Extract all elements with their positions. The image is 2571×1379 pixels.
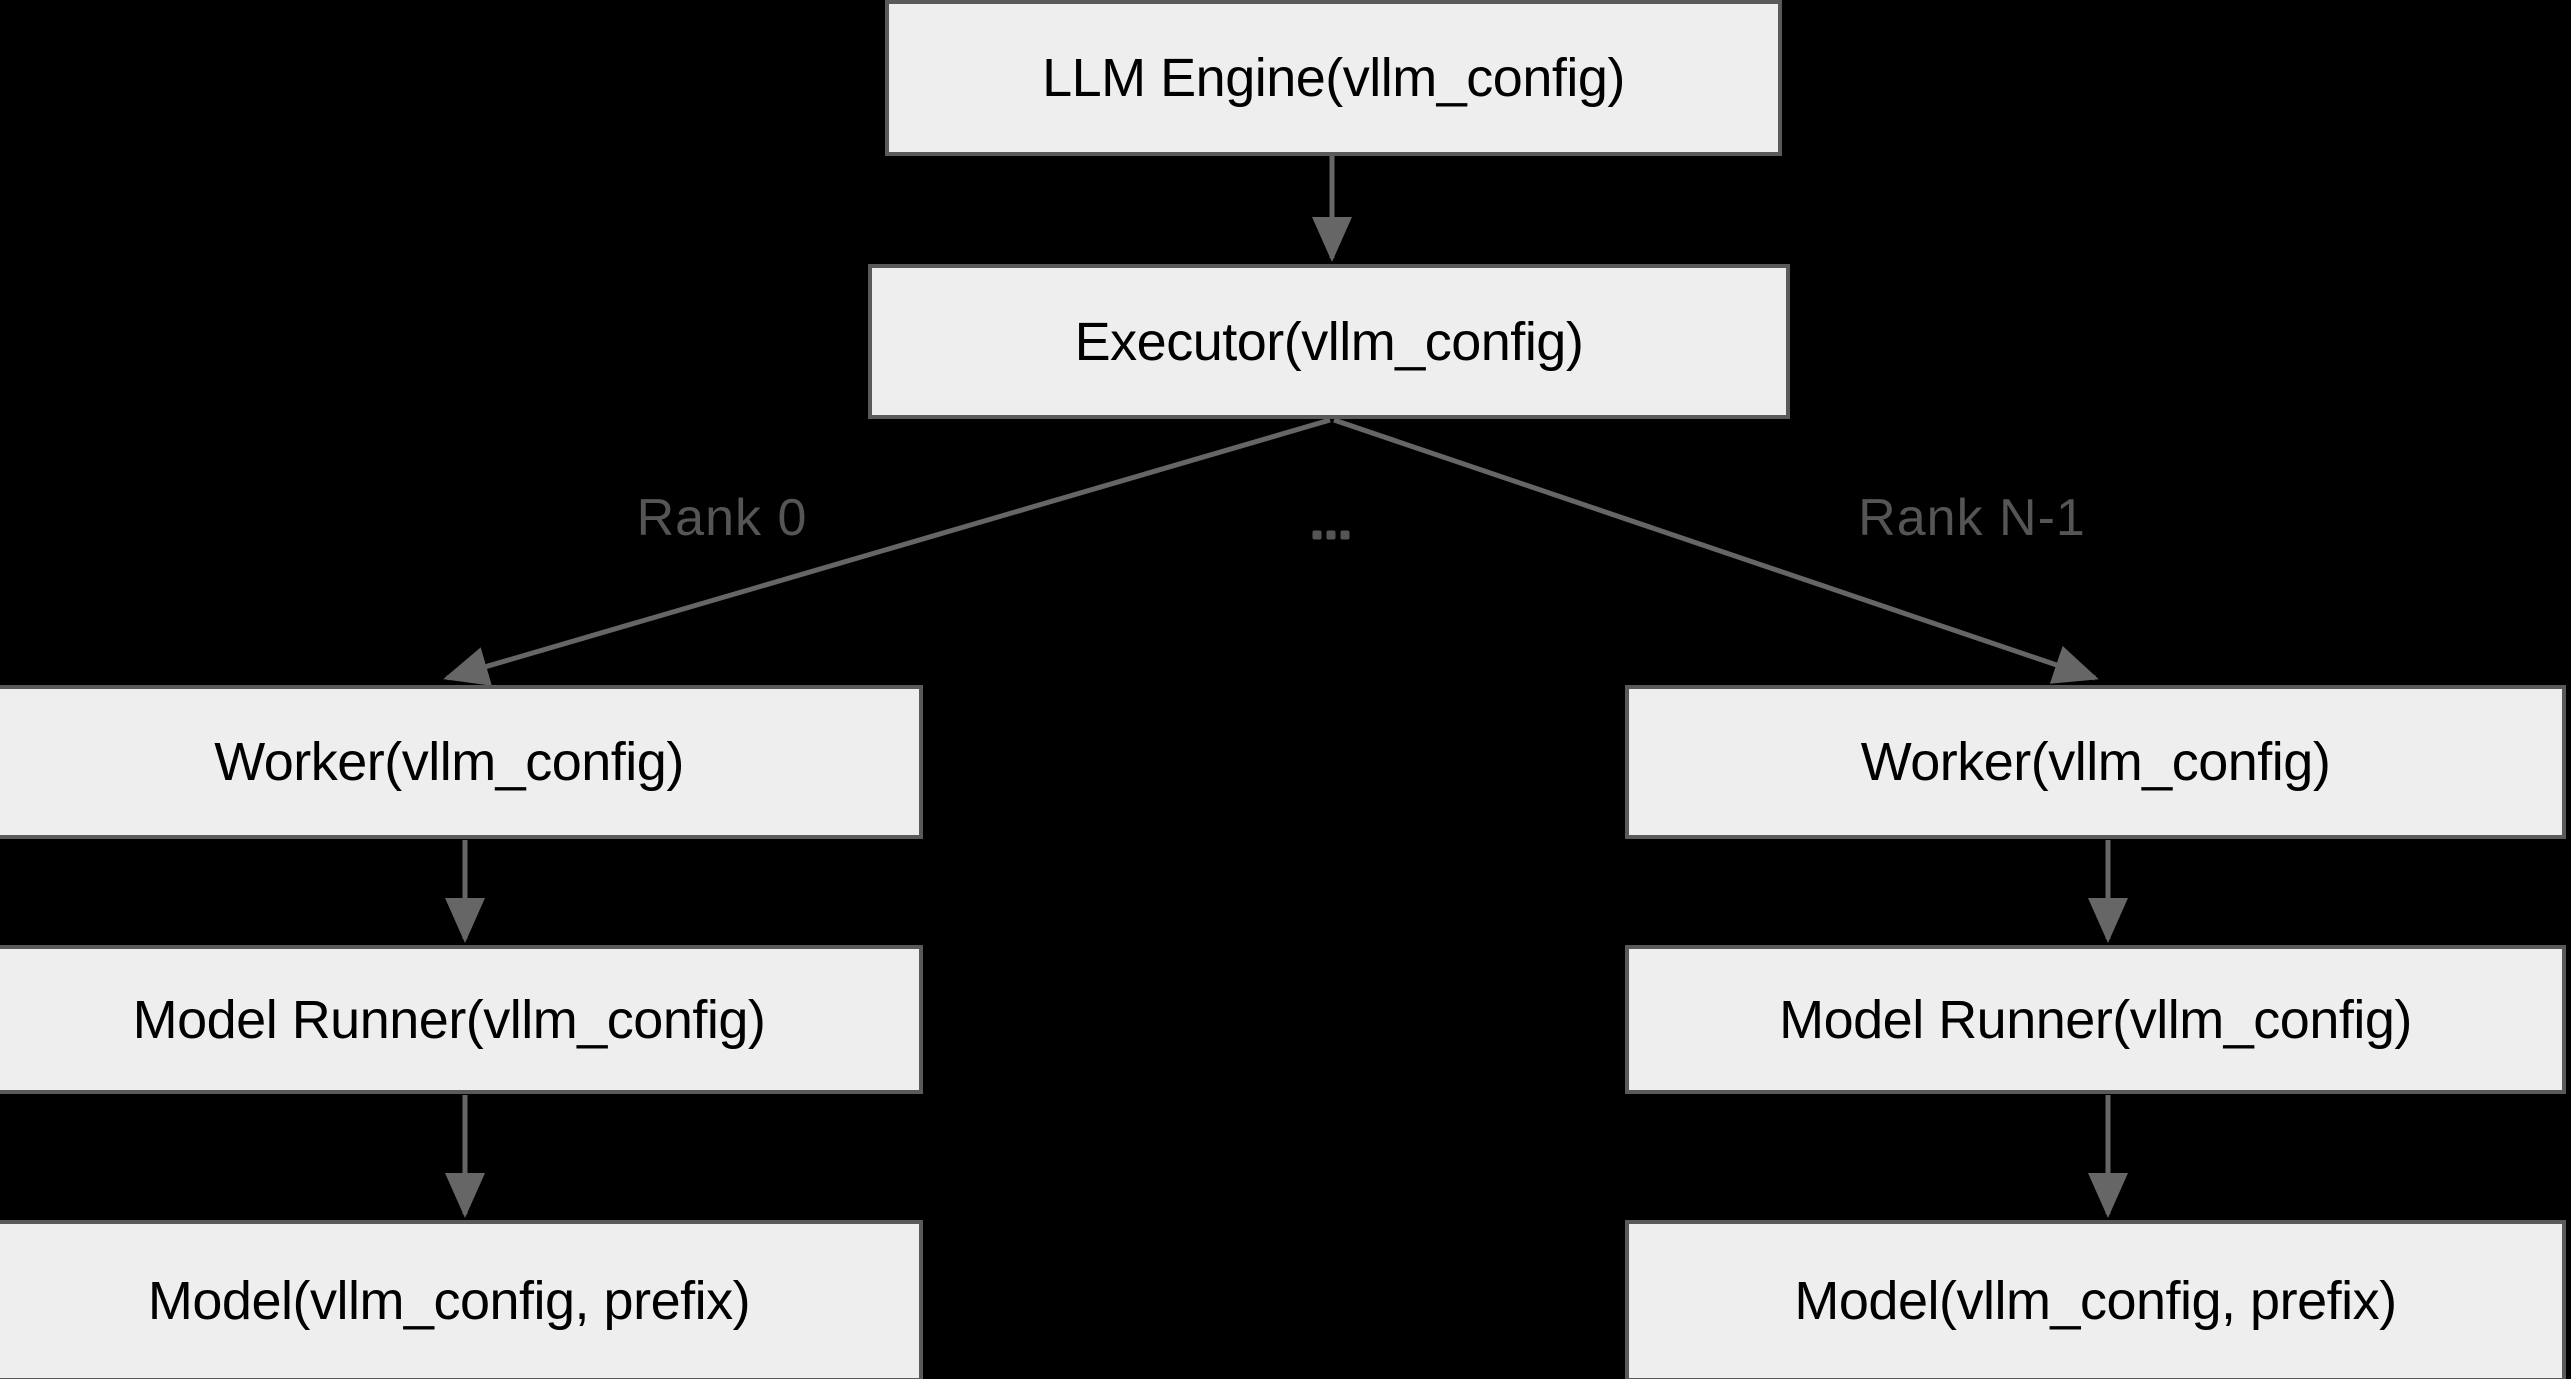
node-model-rankn-label: Model(vllm_config, prefix) xyxy=(1794,1271,2397,1331)
node-model-runner-rankn[interactable]: Model Runner(vllm_config) xyxy=(1625,945,2566,1094)
edge-label-rank-ellipsis xyxy=(1312,530,1350,540)
node-worker-rankn[interactable]: Worker(vllm_config) xyxy=(1625,685,2566,839)
edge-label-rank-n-1: Rank N-1 xyxy=(1858,489,2086,547)
ellipsis-dot xyxy=(1326,530,1336,540)
node-model-rankn[interactable]: Model(vllm_config, prefix) xyxy=(1625,1220,2566,1379)
node-llm-engine[interactable]: LLM Engine(vllm_config) xyxy=(885,0,1782,156)
ellipsis-dot xyxy=(1312,530,1322,540)
node-executor-label: Executor(vllm_config) xyxy=(1074,311,1584,372)
node-model-runner-rankn-label: Model Runner(vllm_config) xyxy=(1779,989,2412,1050)
node-worker-rankn-label: Worker(vllm_config) xyxy=(1860,732,2331,792)
edge-label-rank-0: Rank 0 xyxy=(636,489,808,547)
node-llm-engine-label: LLM Engine(vllm_config) xyxy=(1042,48,1625,108)
node-worker-rank0-label: Worker(vllm_config) xyxy=(214,732,684,792)
edge-executor-to-worker-rankn xyxy=(1333,417,2099,684)
node-model-runner-rank0-label: Model Runner(vllm_config) xyxy=(132,989,766,1050)
node-executor[interactable]: Executor(vllm_config) xyxy=(868,264,1790,419)
node-worker-rank0[interactable]: Worker(vllm_config) xyxy=(0,685,923,839)
node-model-rank0[interactable]: Model(vllm_config, prefix) xyxy=(0,1220,923,1379)
node-model-rank0-label: Model(vllm_config, prefix) xyxy=(147,1271,751,1331)
node-model-runner-rank0[interactable]: Model Runner(vllm_config) xyxy=(0,945,923,1094)
ellipsis-dot xyxy=(1340,530,1350,540)
edge-executor-to-worker-rank0 xyxy=(443,417,1331,686)
